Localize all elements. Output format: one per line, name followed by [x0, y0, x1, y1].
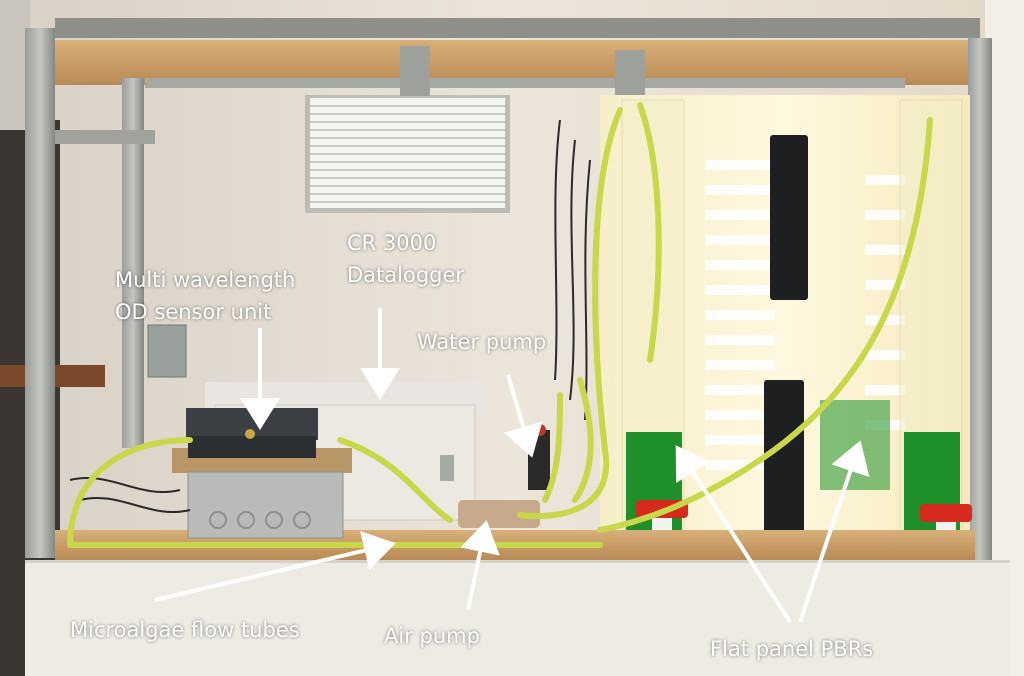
fluorescent-lights	[705, 160, 905, 470]
ballast-upper	[770, 135, 808, 300]
grey-enclosure	[187, 471, 344, 539]
label-air-pump: Air pump	[384, 624, 480, 648]
top-frame-rail	[55, 18, 980, 38]
arrow-flat-panel-right	[798, 440, 870, 623]
label-water-pump: Water pump	[417, 330, 547, 354]
arrow-flow-tubes	[154, 531, 396, 602]
label-cr3000-datalogger: CR 3000 Datalogger	[347, 227, 464, 291]
od-sensor-box	[186, 408, 318, 458]
cables	[69, 119, 591, 514]
label-cr3000-line2: Datalogger	[347, 263, 465, 287]
top-wood-beam	[55, 40, 980, 85]
frame-post-left	[25, 28, 55, 558]
label-cr3000-line1: CR 3000	[347, 231, 437, 255]
ballast-lower	[764, 380, 804, 540]
arrow-flat-panel-left	[675, 445, 792, 624]
inner-top-rail	[145, 78, 905, 88]
label-od-sensor-line2: OD sensor unit	[115, 300, 272, 324]
window-blinds	[305, 95, 510, 213]
flow-tubes-graphic	[67, 102, 933, 548]
label-od-sensor-line1: Multi wavelength	[115, 268, 296, 292]
frame-post-inner-left	[122, 78, 144, 448]
annotation-arrows	[154, 308, 870, 624]
bracket-top-2	[615, 50, 645, 95]
base-panel	[25, 560, 1010, 676]
frame-crossbar-left	[55, 130, 155, 144]
water-pump	[528, 424, 550, 490]
bracket-top	[400, 46, 430, 96]
label-od-sensor-unit: Multi wavelength OD sensor unit	[115, 264, 295, 328]
label-flat-panel-pbrs: Flat panel PBRs	[710, 637, 874, 661]
label-microalgae-flow-tubes: Microalgae flow tubes	[70, 618, 300, 642]
algae-culture-mid	[820, 400, 890, 490]
arrow-air-pump	[460, 520, 500, 611]
frame-post-right	[968, 38, 992, 563]
arrow-water-pump	[504, 374, 543, 458]
wall-outlet-box	[147, 324, 187, 378]
